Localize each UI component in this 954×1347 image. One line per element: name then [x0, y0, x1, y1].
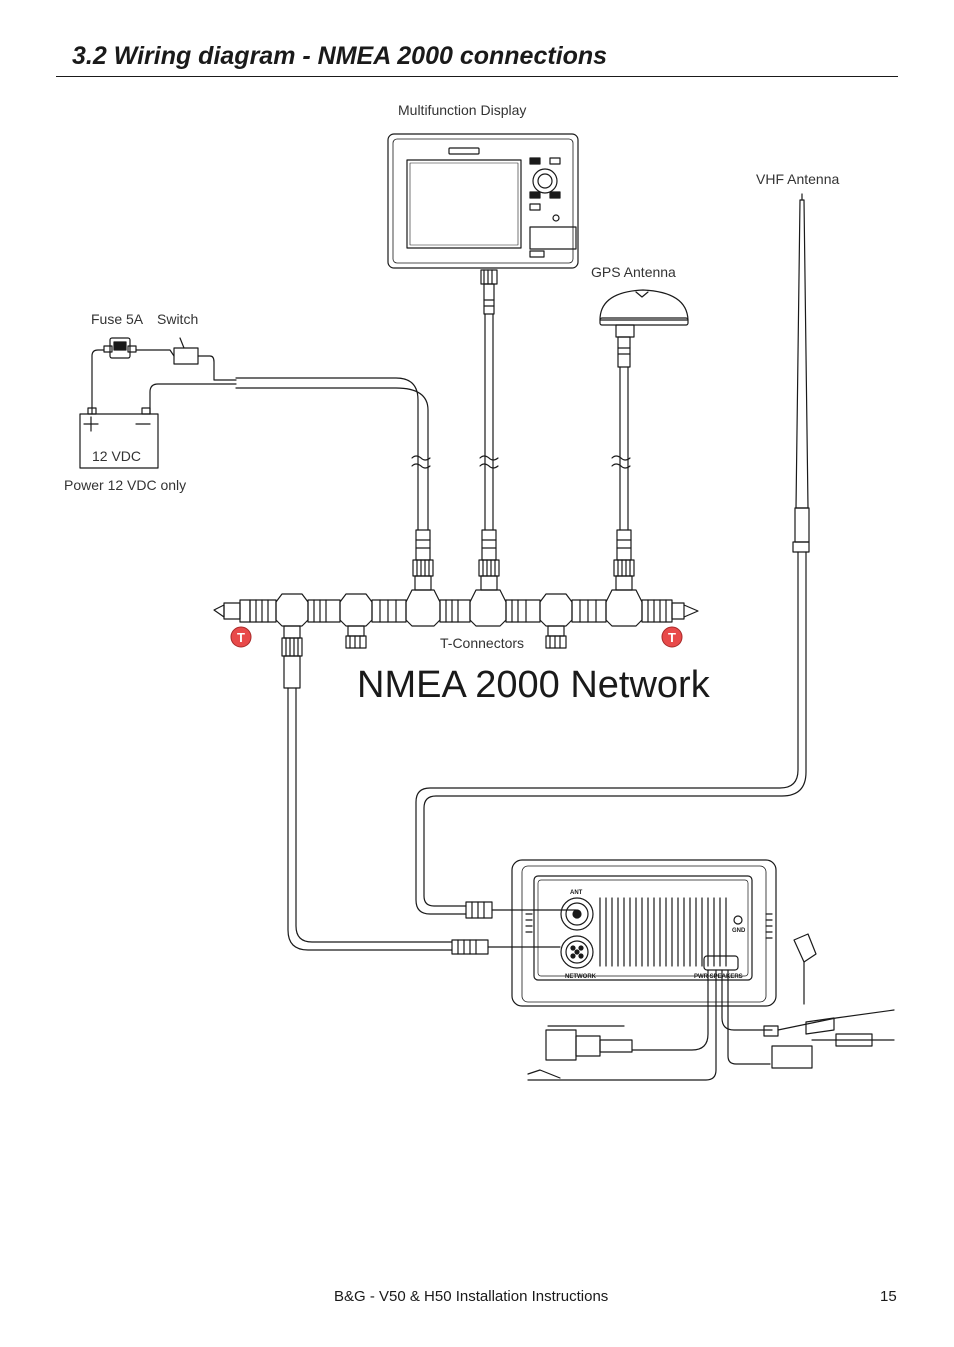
vhf-antenna-label: VHF Antenna — [756, 171, 840, 187]
battery-label: 12 VDC — [92, 448, 142, 464]
terminator-left-icon: T — [230, 626, 252, 648]
section-heading: 3.2 Wiring diagram - NMEA 2000 connectio… — [72, 42, 608, 70]
nmea-backbone — [213, 589, 699, 689]
drop-connectors — [412, 529, 635, 591]
footer-page-number: 15 — [880, 1288, 897, 1305]
network-title: NMEA 2000 Network — [357, 664, 710, 706]
heading-rule — [56, 76, 898, 77]
gps-antenna-icon — [599, 289, 689, 368]
ant-port-label: ANT — [570, 890, 583, 896]
network-port-label: NETWORK — [565, 974, 597, 980]
terminator-right-icon: T — [661, 626, 683, 648]
t-connectors-label: T-Connectors — [440, 635, 525, 651]
power-supply-icon — [79, 337, 237, 469]
speakers-port-label: PWR SPEAKERS — [694, 974, 743, 980]
vhf-radio-icon — [511, 859, 817, 1081]
terminator-left-mark: T — [237, 630, 245, 645]
multifunction-display-label: Multifunction Display — [398, 102, 527, 118]
gps-antenna-label: GPS Antenna — [591, 264, 676, 280]
power-note: Power 12 VDC only — [64, 477, 187, 493]
multifunction-display-icon — [387, 133, 579, 315]
fuse-label: Fuse 5A — [91, 311, 144, 327]
vhf-antenna-icon — [415, 193, 810, 915]
gnd-port-label: GND — [732, 928, 746, 934]
terminator-right-mark: T — [668, 630, 676, 645]
footer-manual-title: B&G - V50 & H50 Installation Instruction… — [334, 1288, 609, 1305]
switch-label: Switch — [157, 311, 199, 327]
